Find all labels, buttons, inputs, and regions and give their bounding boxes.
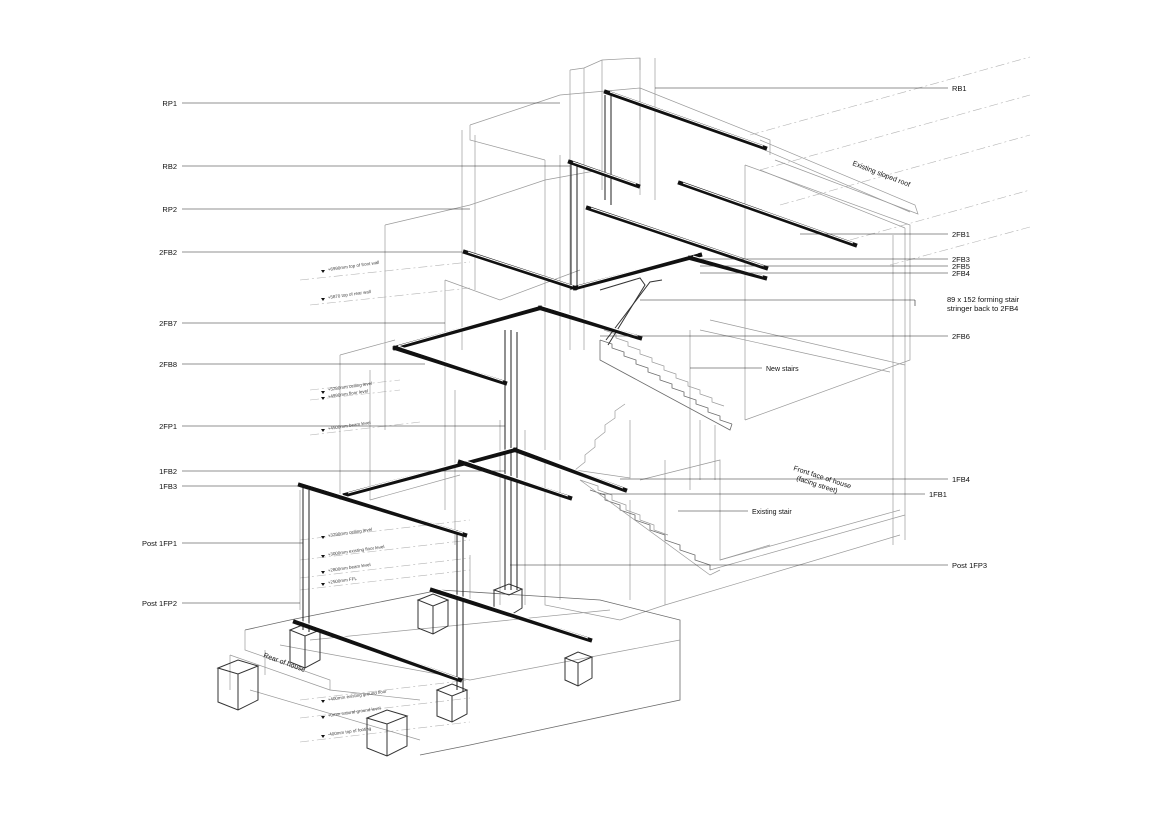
label-stringer-line2: stringer back to 2FB4 [947,304,1018,313]
grid-dashlines [299,56,1031,743]
footings [216,583,594,757]
label-2fb3: 2FB3 [952,255,970,264]
label-2fb6: 2FB6 [952,332,970,341]
level-note-ground-3: -400mm top of footing [327,726,372,737]
label-1fb4: 1FB4 [952,475,970,484]
existing-house-outline [229,57,919,756]
annotations: New stairs Existing stair Existing slope… [262,160,911,674]
new-stairs [574,277,733,479]
label-2fb1: 2FB1 [952,230,970,239]
label-2fb2: 2FB2 [159,248,177,257]
label-post-1fp1: Post 1FP1 [142,539,177,548]
label-stringer-line1: 89 x 152 forming stair [947,295,1020,304]
steel-beams [292,89,858,683]
leader-lines [182,87,948,604]
level-note-upper-1: +6990mm top of front wall [327,260,379,272]
level-note-upper-2: +5870 top of rear wall [327,289,371,300]
level-note-lower-3: +2800mm beam level [327,562,370,573]
annotation-new-stairs: New stairs [766,366,799,373]
level-note-middle-1: +5280mm ceiling level [327,381,372,392]
label-rb1: RB1 [952,84,967,93]
label-1fb3: 1FB3 [159,482,177,491]
label-2fb5: 2FB5 [952,262,970,271]
steel-posts [302,95,612,692]
annotation-rear-of-house: Rear of house [262,652,306,674]
level-note-lower-1: +3290mm ceiling level [327,527,372,538]
right-labels: RB1 2FB1 2FB3 2FB5 2FB4 89 x 152 forming… [929,84,1020,570]
label-rp2: RP2 [162,205,177,214]
left-labels: RP1 RB2 RP2 2FB2 2FB7 2FB8 2FP1 1FB2 1FB… [142,99,177,608]
level-note-middle-3: +4500mm beam level [327,420,370,431]
existing-stairs [579,479,721,576]
label-post-1fp2: Post 1FP2 [142,599,177,608]
level-note-middle-2: +4990mm floor level [327,388,368,399]
label-2fb4: 2FB4 [952,269,970,278]
label-rb2: RB2 [162,162,177,171]
label-2fp1: 2FP1 [159,422,177,431]
label-post-1fp3: Post 1FP3 [952,561,987,570]
annotation-existing-stair: Existing stair [752,509,792,516]
label-1fb2: 1FB2 [159,467,177,476]
label-2fb7: 2FB7 [159,319,177,328]
label-rp1: RP1 [162,99,177,108]
label-2fb8: 2FB8 [159,360,177,369]
annotation-existing-sloped-roof: Existing sloped roof [851,160,911,188]
level-note-lower-4: +2500mm FFL [327,576,357,585]
level-note-lower-2: +3000mm existing floor level [327,544,384,557]
label-1fb1: 1FB1 [929,490,947,499]
